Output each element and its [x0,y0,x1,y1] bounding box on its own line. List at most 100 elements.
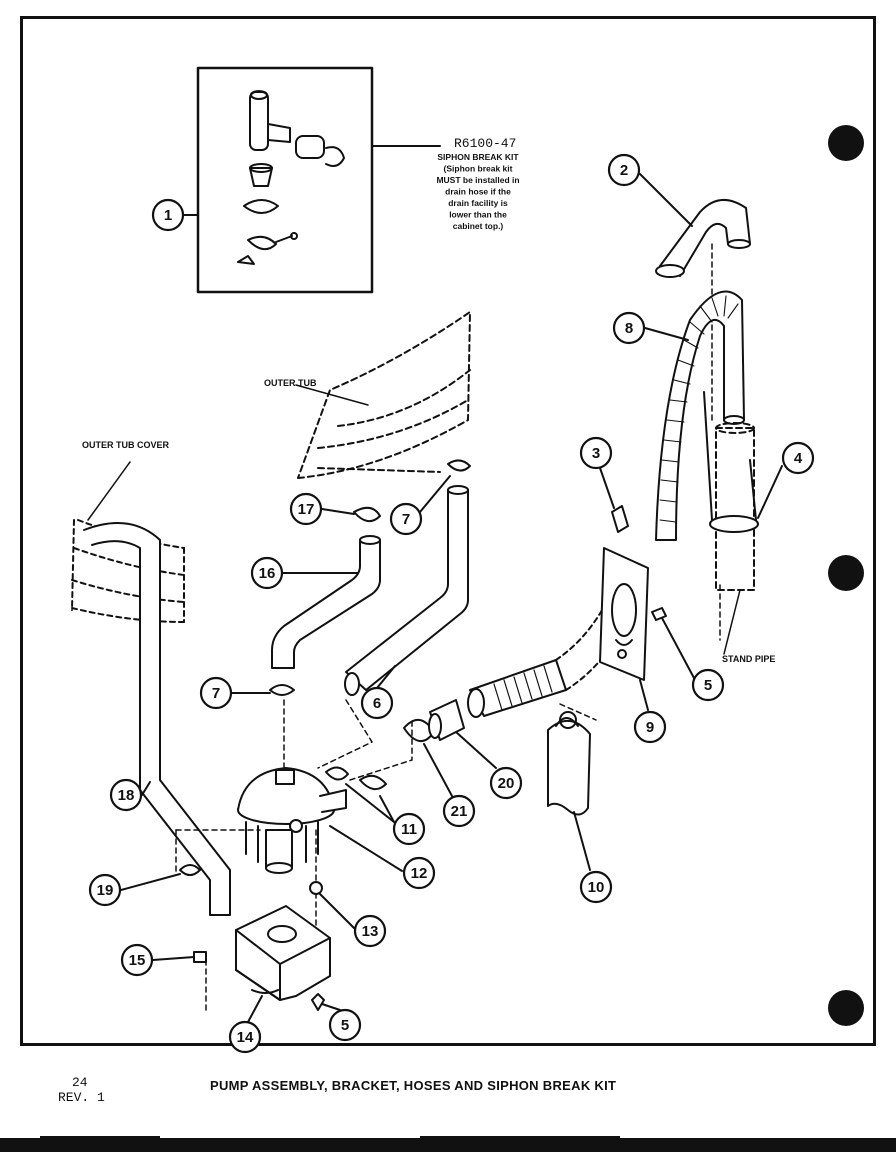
siphon-kit-inset-box [196,66,374,294]
callout-number: 5 [341,1017,349,1034]
part-13-nut [309,881,323,895]
callout-number: 6 [373,695,381,712]
part-11-clamp-a [325,766,349,781]
part-4-strap [703,391,759,533]
callout-circle [691,668,725,702]
part-9-hose-support-plate [599,547,649,681]
callout-number: 17 [298,501,315,518]
callout-circle [250,556,284,590]
callout-11: 11 [392,812,426,846]
callout-number: 13 [362,923,379,940]
part-12-pump [237,767,347,874]
callout-circle [289,492,323,526]
footer-page-info: 24 REV. 1 [58,1075,105,1105]
callout-circle [442,794,476,828]
callout-number: 15 [129,952,146,969]
outer-tub-leader [295,384,369,406]
part-17-clamp [353,506,381,523]
callout-circle [151,198,185,232]
callout-18: 18 [109,778,143,812]
callout-circle [328,1008,362,1042]
callout-number: 20 [498,775,515,792]
callout-circle [781,441,815,475]
callout-circle [353,914,387,948]
diagram-title: PUMP ASSEMBLY, BRACKET, HOSES AND SIPHON… [210,1078,617,1093]
binder-hole-top [828,125,864,161]
callout-number: 9 [646,719,654,736]
callout-15: 15 [120,943,154,977]
callout-4: 4 [781,441,815,475]
callout-8: 8 [612,311,646,345]
callout-circle [607,153,641,187]
part-5-screw-upper [651,607,667,621]
callout-number: 7 [402,511,410,528]
callout-circle [402,856,436,890]
siphon-kit-parts [237,90,345,265]
callout-number: 16 [259,565,276,582]
callout-circle [360,686,394,720]
page-number: 24 [72,1075,88,1090]
callout-7: 7 [389,502,423,536]
label-stand-pipe: STAND PIPE [722,654,775,664]
callout-3: 3 [579,436,613,470]
binder-hole-bottom [828,990,864,1026]
callout-17: 17 [289,492,323,526]
callout-circle [389,502,423,536]
callout-circle [579,870,613,904]
part-5-screw-lower [311,993,325,1011]
part-11-clamp-b [359,774,387,791]
callout-circle [633,710,667,744]
label-outer-tub: OUTER TUB [264,378,317,388]
callout-number: 21 [451,803,468,820]
kit-note-line: drain hose if the [445,187,511,197]
kit-note-line: lower than the [449,210,507,220]
callout-number: 4 [794,450,803,467]
callout-number: 5 [704,677,712,694]
part-16-hose [271,539,381,669]
callout-circle [579,436,613,470]
callout-number: 19 [97,882,114,899]
callout-circle [88,873,122,907]
page-border [20,16,876,1046]
kit-note-line: MUST be installed in [436,175,519,185]
callout-5: 5 [691,668,725,702]
outer-tub-outline [297,311,471,479]
scan-edge-artifact [0,1136,896,1152]
part-2-elbow [655,199,751,278]
outer-tub-cover-leader [87,461,131,521]
alignment-lines [175,243,721,1011]
callout-circle [120,943,154,977]
callout-19: 19 [88,873,122,907]
binder-hole-middle [828,555,864,591]
callout-12: 12 [402,856,436,890]
callout-number: 2 [620,162,628,179]
callout-circle [228,1020,262,1054]
callout-number: 8 [625,320,633,337]
callout-9: 9 [633,710,667,744]
part-6-hose [345,489,469,691]
callout-14: 14 [228,1020,262,1054]
part-10-hose-guide [547,711,591,816]
callout-number: 10 [588,879,605,896]
callout-16: 16 [250,556,284,590]
callout-5: 5 [328,1008,362,1042]
kit-note-line: (Siphon break kit [444,164,513,174]
kit-note-line: cabinet top.) [453,221,504,231]
kit-note-line: drain facility is [448,198,508,208]
revision-label: REV. 1 [58,1090,105,1105]
callout-number: 1 [164,207,172,224]
part-3-clip [611,505,629,533]
callout-number: 7 [212,685,220,702]
callout-circle [489,766,523,800]
callout-20: 20 [489,766,523,800]
part-14-bracket [235,905,331,1001]
callout-21: 21 [442,794,476,828]
part-15-screw [193,951,207,963]
callout-7: 7 [199,676,233,710]
part-8-corrugated-hose [655,290,745,541]
kit-note-line: SIPHON BREAK KIT [437,152,519,162]
